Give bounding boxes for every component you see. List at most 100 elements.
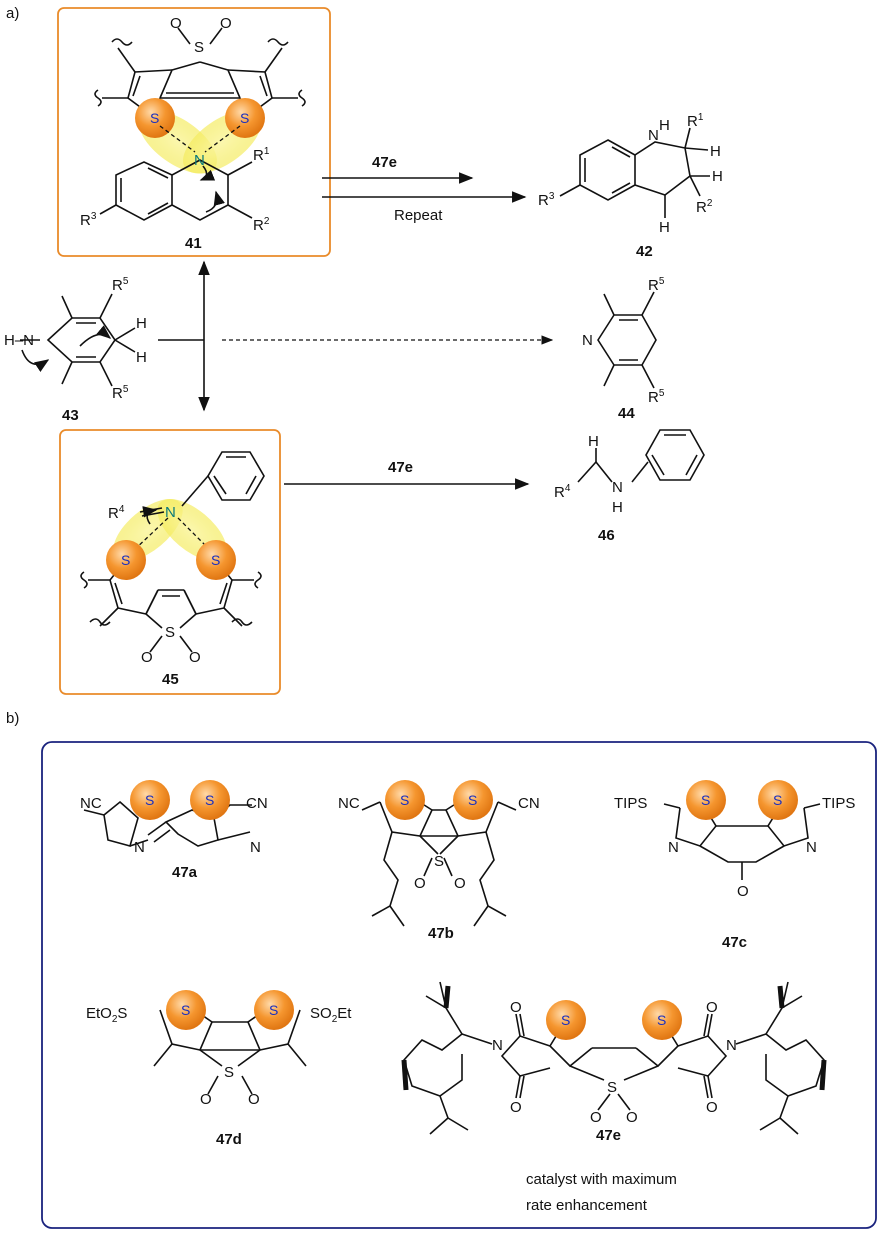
label-46-r4: R4	[554, 483, 571, 501]
atom-47d-s2: S	[269, 1002, 278, 1018]
atom-42-h3: H	[659, 219, 670, 236]
structure-44	[597, 291, 657, 389]
box-panel-b	[41, 741, 877, 1229]
label-41-r2: R2	[253, 216, 270, 234]
box-45	[59, 429, 281, 695]
atom-47e-s1: S	[561, 1012, 570, 1028]
structure-47e	[401, 981, 827, 1135]
compound-46-label: 46	[598, 527, 615, 544]
atom-47b-so2: S	[434, 853, 444, 870]
atom-47a-n1: N	[134, 839, 145, 856]
atom-47d-o2: O	[248, 1091, 260, 1108]
label-42-r3: R3	[538, 191, 555, 209]
atom-46-h-top: H	[588, 433, 599, 450]
compound-43-label: 43	[62, 407, 79, 424]
atom-45-s-left: S	[121, 552, 130, 568]
label-47c-tips-right: TIPS	[822, 795, 855, 812]
atom-47c-n1: N	[668, 839, 679, 856]
label-45-r4: R4	[108, 504, 125, 522]
atom-47a-s1: S	[145, 792, 154, 808]
atom-43-h1: H	[136, 315, 147, 332]
atom-47d-s1: S	[181, 1002, 190, 1018]
atom-42-h1: H	[710, 143, 721, 160]
label-44-r5-top: R5	[648, 276, 665, 294]
atom-45-s-right: S	[211, 552, 220, 568]
atom-47e-o4: O	[706, 1099, 718, 1116]
compound-44-label: 44	[618, 405, 635, 422]
atom-45-o1: O	[141, 649, 153, 666]
panel-b-label: b)	[6, 710, 19, 727]
structure-46	[577, 429, 705, 483]
panel-a-label: a)	[6, 5, 19, 22]
label-47c-tips-left: TIPS	[614, 795, 647, 812]
label-47d-eto2s: EtO2S	[86, 1005, 127, 1025]
structure-45	[80, 451, 265, 653]
compound-41-label: 41	[185, 235, 202, 252]
compound-42-label: 42	[636, 243, 653, 260]
caption-line-1: catalyst with maximum	[526, 1171, 677, 1188]
atom-43-hn: H–N	[4, 332, 34, 349]
structure-47b	[361, 780, 517, 927]
label-41-r1: R1	[253, 146, 270, 164]
label-42-r1: R1	[687, 112, 704, 130]
compound-45-label: 45	[162, 671, 179, 688]
compound-47c-label: 47c	[722, 934, 747, 951]
compound-47e-label: 47e	[596, 1127, 621, 1144]
label-41-r3: R3	[80, 211, 97, 229]
atom-42-h2: H	[712, 168, 723, 185]
atom-41-s-right: S	[240, 110, 249, 126]
compound-47d-label: 47d	[216, 1131, 242, 1148]
atom-47b-s1: S	[400, 792, 409, 808]
label-47b-cn: CN	[518, 795, 540, 812]
atom-41-n: N	[194, 152, 205, 169]
atom-41-s-left: S	[150, 110, 159, 126]
atom-47e-o3: O	[706, 999, 718, 1016]
atom-41-o1: O	[170, 15, 182, 32]
atom-47c-o: O	[737, 883, 749, 900]
label-47b-nc: NC	[338, 795, 360, 812]
atom-47e-n1: N	[492, 1037, 503, 1054]
atom-42-nh-h: H	[659, 117, 670, 134]
atom-45-o2: O	[189, 649, 201, 666]
atom-47b-o1: O	[414, 875, 426, 892]
atom-47e-s2: S	[657, 1012, 666, 1028]
arrow-bottom-catalyst: 47e	[388, 459, 413, 476]
label-47a-nc: NC	[80, 795, 102, 812]
atom-47c-s1: S	[701, 792, 710, 808]
atom-46-nh: H	[612, 499, 623, 516]
atom-47b-s2: S	[468, 792, 477, 808]
atom-42-nh: N	[648, 127, 659, 144]
box-41	[57, 7, 331, 257]
structure-47c	[663, 780, 821, 880]
label-44-r5-bot: R5	[648, 388, 665, 406]
atom-47b-o2: O	[454, 875, 466, 892]
atom-47e-o-br: O	[626, 1109, 638, 1126]
atom-44-n: N	[582, 332, 593, 349]
label-42-r2: R2	[696, 198, 713, 216]
atom-45-so2-s: S	[165, 624, 175, 641]
atom-47d-so2: S	[224, 1064, 234, 1081]
compound-47a-label: 47a	[172, 864, 198, 881]
atom-46-n: N	[612, 479, 623, 496]
atom-47e-o1: O	[510, 999, 522, 1016]
atom-41-o2: O	[220, 15, 232, 32]
label-43-r5-top: R5	[112, 276, 129, 294]
structure-42	[559, 127, 710, 218]
arrow-top-repeat: Repeat	[394, 207, 443, 224]
caption-line-2: rate enhancement	[526, 1197, 648, 1214]
atom-47e-n2: N	[726, 1037, 737, 1054]
atom-47a-n2: N	[250, 839, 261, 856]
atom-41-so2-s: S	[194, 39, 204, 56]
atom-45-n: N	[165, 504, 176, 521]
atom-47c-s2: S	[773, 792, 782, 808]
structure-47a	[83, 780, 252, 847]
atom-47e-so2: S	[607, 1079, 617, 1096]
structure-47d	[153, 990, 307, 1095]
compound-47b-label: 47b	[428, 925, 454, 942]
structure-41	[94, 27, 306, 221]
atom-47e-o2: O	[510, 1099, 522, 1116]
atom-47c-n2: N	[806, 839, 817, 856]
atom-47d-o1: O	[200, 1091, 212, 1108]
structure-43	[20, 293, 136, 387]
